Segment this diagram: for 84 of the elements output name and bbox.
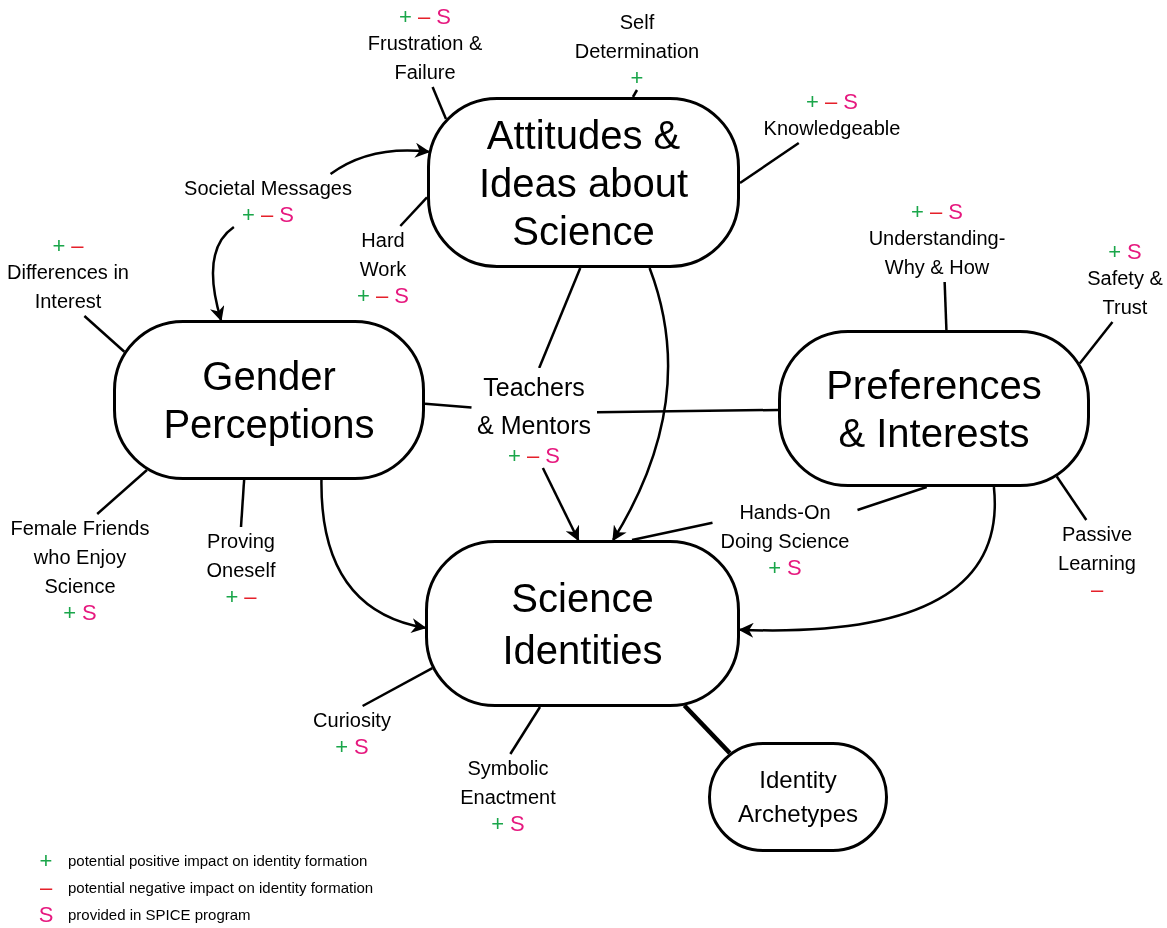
connector-line xyxy=(943,281,948,331)
impact-mark: – xyxy=(417,5,431,29)
impact-mark: + xyxy=(508,444,521,468)
arrow xyxy=(612,267,670,542)
impact-mark: S xyxy=(545,444,560,468)
legend-symbol: S xyxy=(37,902,55,927)
connector-line xyxy=(538,267,582,369)
impact-mark: + xyxy=(63,601,77,625)
node-title: Preferences & Interests xyxy=(825,361,1043,457)
connector-line xyxy=(83,315,126,353)
impact-mark: S xyxy=(82,601,97,625)
arrow xyxy=(738,486,996,638)
factor-label: Differences in Interest xyxy=(6,260,130,314)
legend-text: provided in SPICE program xyxy=(68,904,251,925)
factor-label: Frustration & Failure xyxy=(366,31,484,85)
connector-line xyxy=(857,485,928,512)
arrow xyxy=(320,479,427,633)
factor-label: Passive Learning xyxy=(1057,522,1137,576)
impact-mark: + xyxy=(357,284,370,308)
factor-label: Societal Messages xyxy=(184,176,352,201)
connector-line xyxy=(739,141,800,185)
impact-mark: S xyxy=(436,5,451,29)
node-title: Identity Archetypes xyxy=(736,765,860,829)
impact-mark: + xyxy=(52,234,66,258)
factor-label: Hands-On Doing Science xyxy=(719,500,851,554)
impact-mark: S xyxy=(394,284,409,308)
factor-label: Understanding- Why & How xyxy=(867,226,1007,280)
impact-mark: + xyxy=(806,90,819,114)
impact-mark: + xyxy=(911,200,924,224)
legend-text: potential negative impact on identity formation xyxy=(68,877,374,898)
arrow xyxy=(541,467,580,542)
connector-line xyxy=(631,521,713,542)
arrow xyxy=(210,226,235,322)
connector-line xyxy=(399,196,428,227)
impact-mark: – xyxy=(71,234,84,258)
impact-mark: + xyxy=(630,66,644,90)
impact-mark: S xyxy=(843,90,858,114)
connector-line xyxy=(431,86,448,120)
impact-mark: – xyxy=(526,444,540,468)
connector-line xyxy=(1078,321,1114,365)
impact-mark: – xyxy=(929,200,943,224)
impact-mark: – xyxy=(260,203,274,227)
impact-mark: S xyxy=(787,556,802,580)
legend-symbol: + xyxy=(38,848,54,873)
node-title: Science Identities xyxy=(501,574,664,674)
impact-mark: + xyxy=(491,812,505,836)
factor-label: Hard Work xyxy=(358,228,408,282)
impact-mark: S xyxy=(510,812,525,836)
legend-text: potential positive impact on identity formation xyxy=(68,850,368,871)
factor-label: Curiosity xyxy=(313,708,391,733)
connector-line xyxy=(424,402,472,409)
impact-mark: – xyxy=(244,585,257,609)
factor-label: Knowledgeable xyxy=(763,116,901,141)
impact-mark: + xyxy=(225,585,239,609)
node-title: Attitudes & Ideas about Science xyxy=(477,111,690,255)
factor-label: Self Determination xyxy=(573,10,701,64)
factor-label: Proving Oneself xyxy=(205,529,277,583)
connector-line xyxy=(509,706,542,755)
connector-line xyxy=(682,703,732,755)
connector-line xyxy=(631,89,639,98)
legend-symbol: – xyxy=(38,875,54,900)
impact-mark: + xyxy=(768,556,782,580)
rounded-box xyxy=(778,330,1090,487)
impact-mark: + xyxy=(1108,240,1122,264)
impact-mark: – xyxy=(375,284,389,308)
impact-mark: + xyxy=(242,203,255,227)
impact-mark: S xyxy=(279,203,294,227)
impact-mark: S xyxy=(1127,240,1142,264)
connector-line xyxy=(596,408,778,414)
impact-mark: S xyxy=(948,200,963,224)
impact-mark: – xyxy=(824,90,838,114)
factor-label: Safety & Trust xyxy=(1086,266,1164,320)
connector-line xyxy=(1055,475,1088,521)
impact-mark: + xyxy=(399,5,412,29)
impact-mark: S xyxy=(354,735,369,759)
connector-line xyxy=(96,469,148,515)
arrow xyxy=(329,143,431,176)
impact-mark: – xyxy=(1090,578,1104,602)
factor-label: Symbolic Enactment xyxy=(459,756,557,810)
connector-line xyxy=(239,479,246,528)
node-title: Gender Perceptions xyxy=(162,353,376,448)
connector-line xyxy=(362,667,433,708)
impact-mark: + xyxy=(335,735,349,759)
factor-label: Female Friends who Enjoy Science xyxy=(9,516,151,599)
